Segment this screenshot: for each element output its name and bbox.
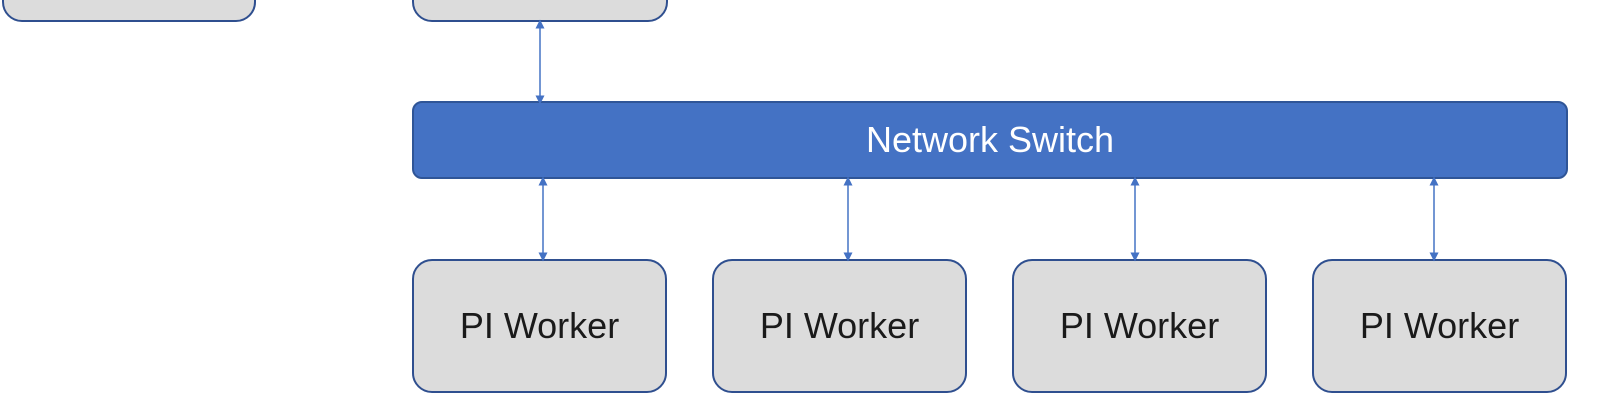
pi-worker-node-3: PI Worker [1012, 259, 1267, 393]
pi-worker-label-1: PI Worker [459, 305, 620, 346]
pi-worker-node-1: PI Worker [412, 259, 667, 393]
pi-worker-label-3: PI Worker [1059, 305, 1220, 346]
pi-worker-node-2: PI Worker [712, 259, 967, 393]
pi-worker-node-4: PI Worker [1312, 259, 1567, 393]
pi-worker-label-4: PI Worker [1359, 305, 1520, 346]
pi-worker-label-2: PI Worker [759, 305, 920, 346]
network-switch-node: Network Switch [412, 101, 1568, 179]
network-switch-label: Network Switch [865, 119, 1115, 160]
